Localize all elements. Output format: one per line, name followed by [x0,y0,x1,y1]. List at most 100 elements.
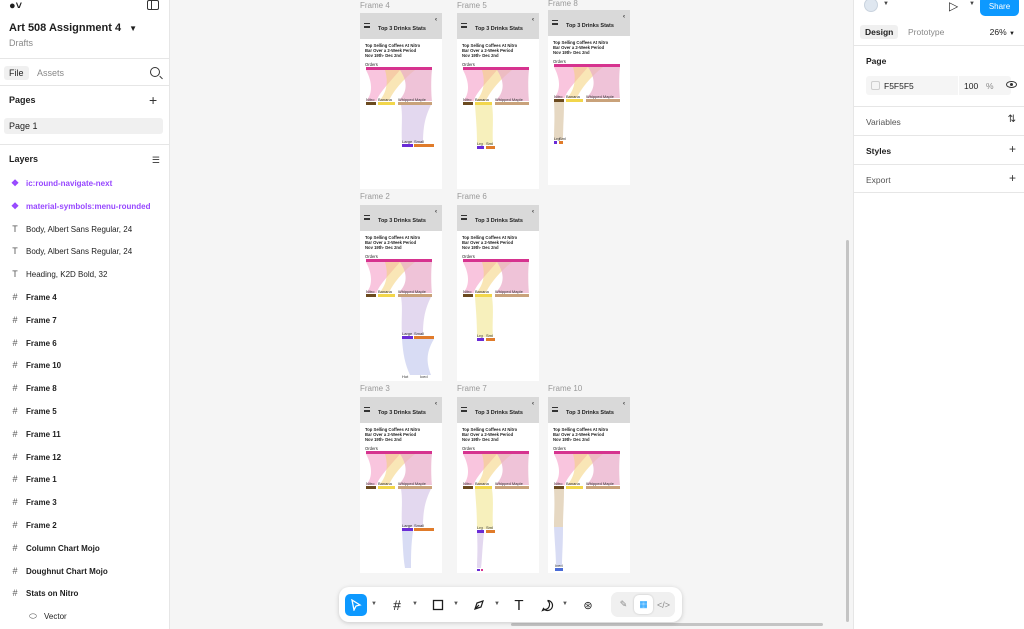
export-heading: Export [866,175,891,185]
add-export-icon[interactable]: + [1008,171,1016,185]
phone-frame[interactable]: Top 3 Drinks Stats‹Top Selling Coffees A… [360,205,442,381]
figma-logo-icon[interactable]: ●˅ [9,0,23,12]
tab-file[interactable]: File [4,66,29,80]
flow-size [401,104,431,143]
frame-label[interactable]: Frame 10 [548,384,583,393]
page-item-page-1[interactable]: Page 1 [4,118,163,134]
chevron-down-icon[interactable]: ▼ [371,601,377,607]
tab-prototype[interactable]: Prototype [908,27,945,37]
menu-icon [364,23,370,28]
file-location[interactable]: Drafts [9,38,34,48]
bottom-toolbar: ▼ # ▼ ▼ ▼ T ▼ ⊛ ✎ ▦ </> [339,587,682,622]
variables-section[interactable]: Variables ⇅ [854,106,1024,135]
add-page-icon[interactable]: + [149,92,158,108]
present-play-icon[interactable]: ▷ [949,0,959,13]
layer-item[interactable]: ❖ic:round-navigate-next [0,174,169,194]
variables-settings-icon[interactable]: ⇅ [1007,114,1016,125]
horizontal-scrollbar[interactable] [511,623,823,626]
frame-label[interactable]: Frame 7 [457,384,487,393]
phone-frame[interactable]: Top 3 Drinks Stats‹Top Selling Coffees A… [360,13,442,189]
chevron-down-icon[interactable]: ▼ [969,1,975,7]
phone-frame[interactable]: Top 3 Drinks Stats‹Top Selling Coffees A… [548,10,630,185]
pen-tool-button[interactable] [468,594,490,616]
color-swatch[interactable] [871,81,880,90]
layer-item[interactable]: #Frame 6 [0,334,169,354]
export-section[interactable]: Export + [854,164,1024,193]
layer-item[interactable]: #Frame 10 [0,356,169,376]
layer-item[interactable]: #Frame 8 [0,379,169,399]
move-tool-button[interactable] [345,594,367,616]
category-label: Whipped Maple [495,289,524,294]
orders-label: Orders [462,253,475,259]
eye-visibility-icon[interactable] [1006,81,1017,88]
layer-item[interactable]: #Doughnut Chart Mojo [0,562,169,582]
frame-label[interactable]: Frame 5 [457,1,487,10]
leaf-label: Large [402,523,413,528]
page-color-hex[interactable]: F5F5F5 [884,81,914,91]
layer-item[interactable]: #Stats on Nitro [0,584,169,604]
chevron-down-icon[interactable]: ▼ [494,601,500,607]
add-style-icon[interactable]: + [1008,142,1016,156]
flow-temp [554,526,563,566]
chevron-down-icon[interactable]: ▼ [883,1,889,7]
collapse-layers-icon[interactable]: ☰ [151,155,160,165]
orders-label: Orders [365,445,378,451]
layer-item[interactable]: ⬭Vector [0,607,169,627]
layer-item[interactable]: #Frame 7 [0,311,169,331]
layer-item[interactable]: ❖material-symbols:menu-rounded [0,197,169,217]
draw-mode-icon[interactable]: ✎ [619,599,628,609]
category-label: Nitro [366,97,375,102]
tab-design[interactable]: Design [860,25,899,39]
frame-label[interactable]: Frame 3 [360,384,390,393]
phone-body: Top Selling Coffees At Nitro Bar Over a … [457,231,539,259]
avatar[interactable] [864,0,878,12]
search-icon[interactable] [150,67,160,77]
frame-label[interactable]: Frame 2 [360,192,390,201]
layer-item[interactable]: #Frame 3 [0,493,169,513]
frame-label[interactable]: Frame 6 [457,192,487,201]
layer-name: Frame 11 [26,429,61,439]
layer-item[interactable]: #Frame 2 [0,516,169,536]
small-bar [486,145,495,149]
phone-frame[interactable]: Top 3 Drinks Stats‹Top Selling Coffees A… [360,397,442,573]
file-title[interactable]: Art 508 Assignment 4▼ [9,22,137,34]
layer-item[interactable]: #Frame 12 [0,448,169,468]
sidebar-toggle-icon[interactable] [147,0,159,10]
zoom-level[interactable]: 26% ▼ [989,27,1015,37]
chevron-down-icon[interactable]: ▼ [562,601,568,607]
frame-label[interactable]: Frame 8 [548,0,578,8]
chevron-down-icon[interactable]: ▼ [453,601,459,607]
chevron-down-icon[interactable]: ▼ [412,601,418,607]
page-color-field[interactable]: F5F5F5 100 % [866,76,1011,95]
layer-item[interactable]: #Frame 5 [0,402,169,422]
comment-tool-button[interactable] [536,594,558,616]
phone-frame[interactable]: Top 3 Drinks Stats‹Top Selling Coffees A… [457,13,539,189]
tab-assets[interactable]: Assets [37,68,65,78]
layer-item[interactable]: #Frame 4 [0,288,169,308]
vertical-scrollbar[interactable] [846,240,849,622]
share-button[interactable]: Share [980,0,1019,16]
frame-tool-button[interactable]: # [393,597,401,613]
layer-item[interactable]: #Frame 11 [0,425,169,445]
layer-name: ic:round-navigate-next [26,179,113,188]
design-mode-icon[interactable]: ▦ [634,595,653,614]
phone-frame[interactable]: Top 3 Drinks Stats‹Top Selling Coffees A… [548,397,630,573]
layer-item[interactable]: #Column Chart Mojo [0,539,169,559]
dev-mode-icon[interactable]: </> [656,599,670,610]
phone-frame[interactable]: Top 3 Drinks Stats‹Top Selling Coffees A… [457,205,539,381]
layer-item[interactable]: #Frame 1 [0,470,169,490]
right-tabs: Design Prototype 26% ▼ [854,20,1024,46]
phone-frame[interactable]: Top 3 Drinks Stats‹Top Selling Coffees A… [457,397,539,573]
frame-icon: # [12,520,18,530]
canvas[interactable]: Frame 4 Top 3 Drinks Stats‹Top Selling Co… [170,0,853,629]
text-tool-button[interactable]: T [514,596,524,614]
shape-tool-button[interactable] [427,594,449,616]
actions-tool-button[interactable]: ⊛ [583,599,593,612]
frame-label[interactable]: Frame 4 [360,1,390,10]
page-opacity[interactable]: 100 [964,81,979,91]
styles-section[interactable]: Styles + [854,135,1024,164]
